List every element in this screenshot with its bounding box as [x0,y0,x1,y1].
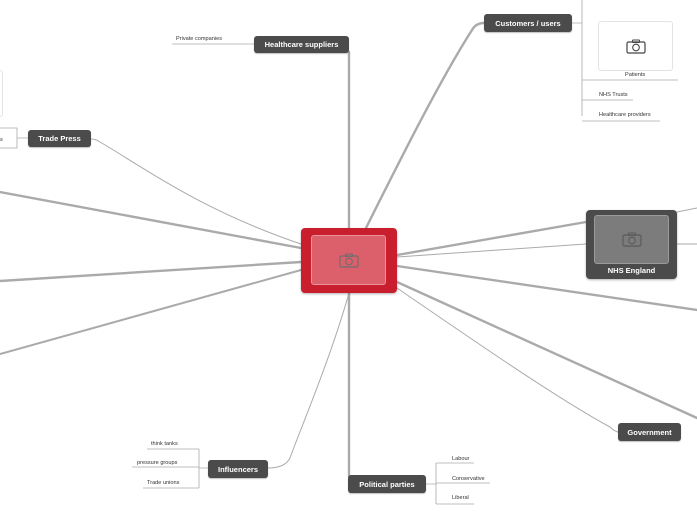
central-image-placeholder [311,235,386,285]
node-influencers[interactable]: Influencers [208,460,268,478]
node-label: Influencers [217,464,258,474]
node-healthcare-suppliers[interactable]: Healthcare suppliers [254,36,349,53]
node-political-parties[interactable]: Political parties [348,475,426,493]
node-label: NHS England [607,266,656,275]
leaf-liberal[interactable]: Liberal [452,495,469,501]
node-nhs-england[interactable]: NHS England [586,210,677,279]
node-label: Healthcare suppliers [264,40,339,49]
connector-customers [364,21,486,230]
central-topic[interactable] [301,228,397,293]
leaf-patients[interactable]: Patients [625,72,646,78]
leaf-conservative[interactable]: Conservative [452,476,485,482]
connector-right-3 [395,264,697,312]
camera-icon [621,232,642,247]
connector-right-4 [395,280,697,420]
leaf-healthcare-providers[interactable]: Healthcare providers [599,112,651,118]
connector-left-2 [0,260,303,283]
node-government[interactable]: Government [618,423,681,441]
node-customers-users[interactable]: Customers / users [484,14,572,32]
connector-nhs-right-1 [676,207,697,213]
leaf-line-influencers-bracket [198,449,208,488]
connector-left-3 [0,269,302,355]
camera-icon [625,39,646,54]
node-label: Customers / users [495,18,561,28]
connector-right-2 [396,243,587,258]
leaf-labour[interactable]: Labour [452,456,470,462]
node-label: Government [627,427,672,437]
leaf-trade-unions[interactable]: Trade unions [147,480,180,486]
connector-influencers [267,292,350,469]
connector-trade-press [90,138,302,245]
leaf-think-tanks[interactable]: think tanks [151,441,178,447]
patients-image-placeholder [598,21,673,71]
leaf-private-companies[interactable]: Private companies [176,36,223,42]
connector-right-1 [395,220,588,257]
node-label: Trade Press [38,134,81,143]
leaf-line-trade-press [0,127,28,149]
leaf-line-customers-bracket [572,0,583,116]
connector-left-1 [0,190,303,250]
node-label: Political parties [359,479,415,489]
leaf-nhs-trusts[interactable]: NHS Trusts [599,92,628,98]
node-trade-press[interactable]: Trade Press [28,130,91,147]
camera-icon [338,253,359,268]
leaf-pressure-groups[interactable]: pressure groups [137,460,178,466]
offscreen-image-card [0,70,3,117]
leaf-trade-press-cut[interactable]: s [0,137,3,143]
leaf-line-political-bracket [426,463,437,504]
nhs-image-placeholder [594,215,669,264]
connector-government [396,287,619,433]
